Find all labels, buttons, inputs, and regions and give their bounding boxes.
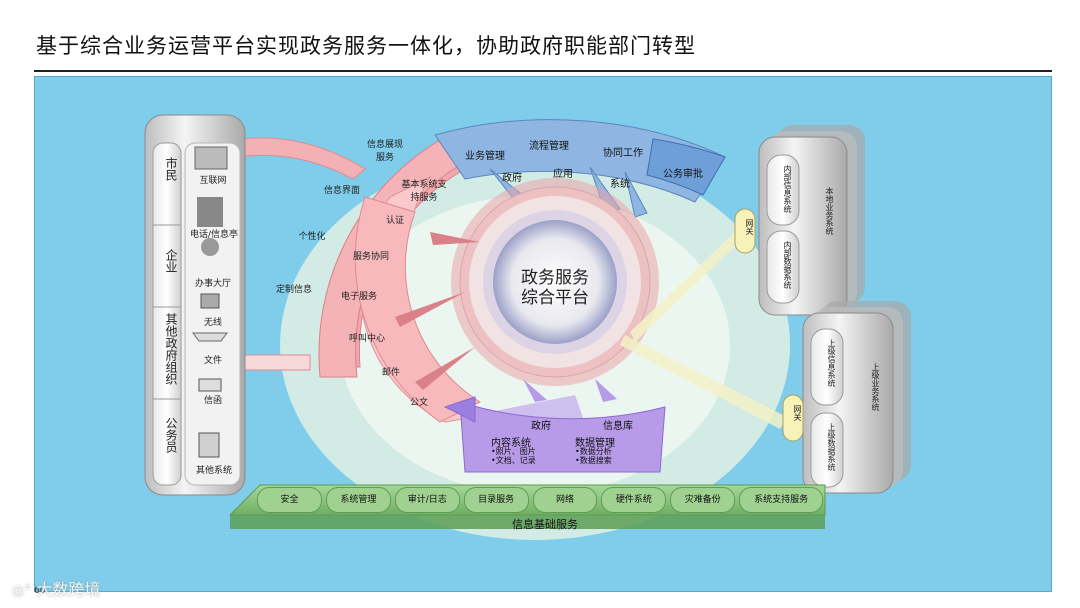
pink-e-service[interactable]: 电子服务 [340,292,377,302]
blue-label-app: 应用 [553,169,573,180]
tab-process-mgmt[interactable]: 流程管理 [529,141,569,152]
pink-official-doc[interactable]: 公文 [409,398,428,408]
pink-info-ui[interactable]: 信息界面 [323,186,360,196]
channel-letter[interactable]: 信函 [203,396,222,406]
channel-other-system[interactable]: 其他系统 [195,466,232,476]
group-civil-servant[interactable]: 公务员 [164,417,178,453]
core-title-1: 政务服务 [521,268,589,288]
title-divider [34,70,1052,72]
content-item-2: •文档、记录 [491,456,536,465]
pink-connector-top [239,137,366,180]
tab-business-mgmt[interactable]: 业务管理 [465,151,505,162]
purple-header-db: 信息库 [603,421,633,432]
pink-custom-info[interactable]: 定制信息 [275,285,312,295]
foundation-label-band [230,515,825,529]
upper-outer[interactable]: 上级业务系统 [871,363,880,411]
foundation-items: 安全 系统管理 审计/日志 目录服务 网络 硬件系统 灾难备份 系统支持服务 [257,487,823,513]
local-outer[interactable]: 本地业务系统 [825,187,834,235]
kiosk-icon [197,197,223,227]
channel-internet[interactable]: 互联网 [199,176,227,186]
group-citizen[interactable]: 市民 [164,157,178,181]
data-mgmt-title[interactable]: 数据管理 [575,438,615,449]
channel-wireless[interactable]: 无线 [203,318,222,328]
computer-icon [194,146,228,170]
beam-top [630,227,747,342]
purple-block [459,401,666,473]
channel-document[interactable]: 文件 [203,356,222,366]
foundation-security[interactable]: 安全 [257,487,322,513]
letter-icon [198,378,222,392]
group-enterprise[interactable]: 企业 [164,249,178,273]
foundation-directory[interactable]: 目录服务 [463,487,529,513]
data-item-1: •数据分析 [575,447,612,456]
beam-bottom [620,335,787,429]
watermark: ◎° 大数跨境 [12,580,101,599]
blue-label-sys: 系统 [610,179,630,190]
gateway-label-top[interactable]: 网关 [745,219,754,235]
architecture-diagram [144,114,911,540]
foundation-support[interactable]: 系统支持服务 [739,487,823,513]
pink-basic-support[interactable]: 基本系统支持服务 [401,180,447,203]
gateway-label-bottom[interactable]: 网关 [793,405,802,421]
foundation-audit[interactable]: 审计/日志 [394,487,460,513]
pink-auth[interactable]: 认证 [385,216,404,226]
tab-approval[interactable]: 公务审批 [663,169,703,180]
upper-inner-data[interactable]: 上级数据系统 [827,423,836,471]
content-item-1: •照片、图片 [491,447,536,456]
purple-header-gov: 政府 [531,421,551,432]
wireless-icon [200,293,220,309]
data-item-2: •数据搜索 [575,456,612,465]
gateway-bottom [782,394,804,442]
foundation-backup[interactable]: 灾难备份 [670,487,736,513]
page-title: 基于综合业务运营平台实现政务服务一体化，协助政府职能部门转型 [36,34,696,58]
foundation-label: 信息基础服务 [512,518,578,531]
content-system-title[interactable]: 内容系统 [491,438,531,449]
upper-inner-info[interactable]: 上级信息系统 [827,339,836,387]
channel-phone[interactable]: 电话/信息亭 [189,230,239,240]
foundation-sys-mgmt[interactable]: 系统管理 [325,487,391,513]
blue-label-gov: 政府 [502,173,522,184]
foundation-hardware[interactable]: 硬件系统 [601,487,667,513]
pink-mail[interactable]: 邮件 [381,368,400,378]
pink-collab[interactable]: 服务协同 [352,252,389,262]
local-inner-data[interactable]: 内部数据系统 [783,241,792,289]
server-icon [198,432,220,458]
document-icon [192,332,228,342]
gateway-top [734,208,756,254]
pink-info-display[interactable]: 信息展现服务 [366,140,403,163]
diagram-panel: 市民 企业 其他政府组织 公务员 互联网 电话/信息亭 办事大厅 无线 文件 信… [34,76,1052,592]
pink-call-center[interactable]: 呼叫中心 [348,334,385,344]
watermark-logo-icon: ◎° [12,583,32,599]
core-title-2: 综合平台 [521,288,589,308]
tab-collab-work[interactable]: 协同工作 [603,148,643,159]
foundation-network[interactable]: 网络 [532,487,598,513]
core-center [493,220,617,344]
channel-hall[interactable]: 办事大厅 [194,279,231,289]
page-number: 60 [34,586,46,596]
group-other-gov[interactable]: 其他政府组织 [164,313,178,385]
local-inner-info[interactable]: 内部信息系统 [783,165,792,213]
hall-icon [201,238,219,256]
pink-personalize[interactable]: 个性化 [298,232,326,242]
